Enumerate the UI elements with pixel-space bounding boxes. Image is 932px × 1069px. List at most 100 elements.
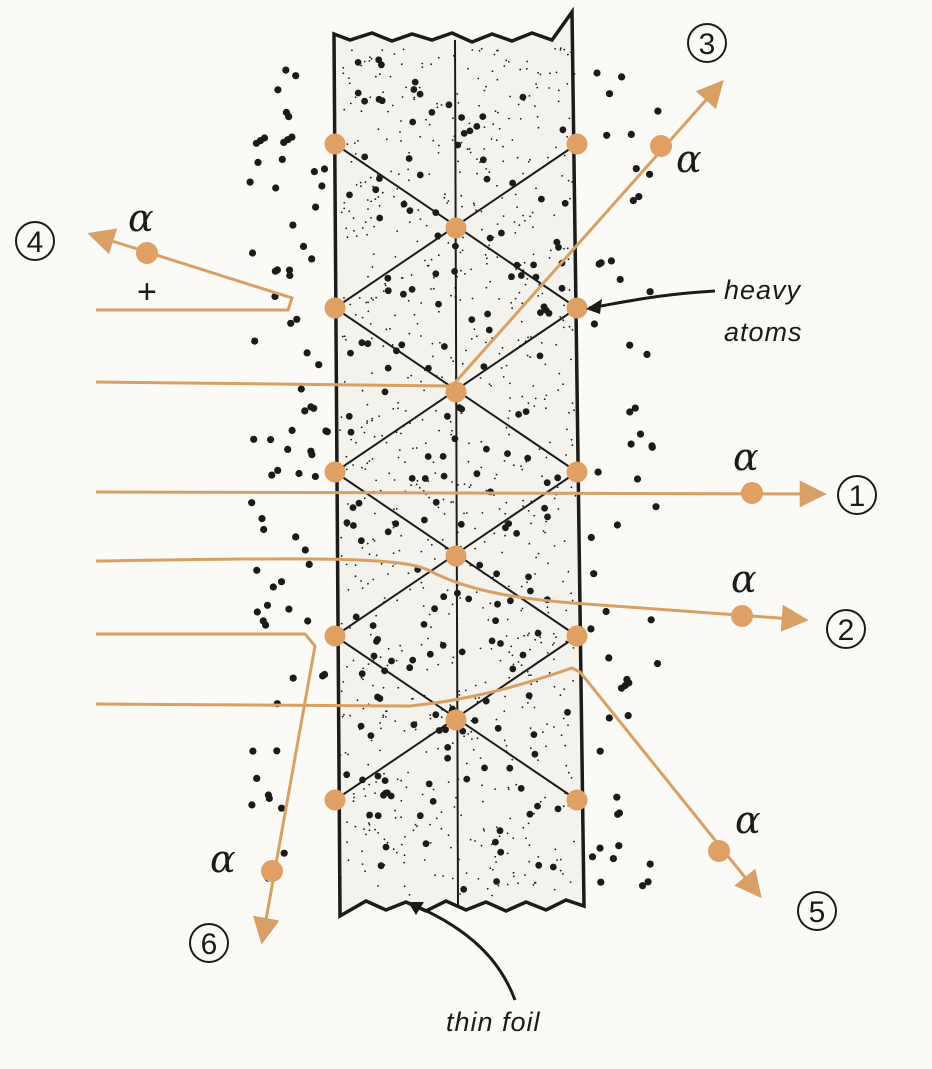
electron-dot [465,595,473,603]
foil-stipple [342,681,345,683]
electron-dot [421,516,428,524]
foil-stipple [375,554,378,557]
thin-foil-label: thin foil [446,1007,541,1037]
foil-stipple [373,225,375,228]
electron-dot [432,270,440,278]
foil-stipple [563,540,566,542]
electron-dot [262,621,270,629]
foil-stipple [360,426,363,429]
electron-dot [278,804,286,812]
electron-dot [432,498,440,506]
electron-dot [648,443,656,451]
heavy-atoms-pointer-arrowhead [586,299,602,314]
foil-stipple [372,299,374,301]
electron-dot [498,229,505,237]
foil-stipple [451,429,453,432]
foil-stipple [400,843,403,846]
foil-stipple [468,148,471,150]
foil-stipple [382,91,384,93]
foil-stipple [556,859,558,861]
electron-dot [388,657,395,665]
foil-stipple [407,771,409,774]
alpha-label-6: α [210,837,236,881]
electron-dot [424,453,432,460]
foil-stipple [440,811,443,814]
foil-stipple [425,118,427,121]
foil-stipple [395,508,398,510]
foil-stipple [465,512,468,514]
foil-stipple [340,876,342,879]
foil-stipple [428,496,430,499]
heavy-atom [566,625,588,647]
foil-stipple [340,416,343,418]
foil-stipple [527,402,530,404]
foil-stipple [355,235,358,238]
foil-stipple [433,558,436,560]
electron-dot [481,764,488,772]
electron-dot [605,714,613,722]
foil-stipple [437,152,440,154]
electron-dot [458,114,465,121]
electron-dot [400,290,407,298]
foil-stipple [526,670,529,673]
electron-dot [274,86,282,94]
foil-stipple [377,128,380,131]
foil-stipple [554,848,557,851]
foil-stipple [400,120,402,122]
electron-dot [318,182,326,190]
foil-stipple [340,555,343,557]
electron-dot [343,519,351,527]
foil-stipple [394,809,396,812]
foil-stipple [528,542,531,545]
foil-stipple [437,663,440,666]
foil-stipple [374,198,377,201]
foil-stipple [383,772,385,775]
foil-stipple [430,543,433,546]
foil-stipple [502,160,505,163]
foil-stipple [378,415,381,417]
foil-stipple [422,587,425,589]
heavy-atom [445,709,467,731]
foil-stipple [494,788,497,790]
foil-stipple [361,547,364,549]
alpha-label-3: α [676,137,702,181]
electron-dot [372,186,380,194]
electron-dot [646,170,654,178]
foil-stipple [354,153,357,155]
foil-stipple [437,747,439,750]
foil-stipple [480,47,483,50]
foil-stipple [410,484,412,487]
foil-stipple [486,257,488,260]
electron-dot [278,155,286,163]
foil-stipple [339,429,341,431]
electron-dot [440,472,448,480]
foil-stipple [560,734,563,737]
electron-dot [484,310,491,318]
foil-stipple [477,77,480,80]
foil-stipple [457,160,459,163]
foil-stipple [529,356,531,359]
foil-stipple [365,301,368,304]
foil-stipple [557,100,560,103]
foil-stipple [549,72,551,75]
foil-stipple [446,202,448,204]
foil-stipple [522,499,525,502]
electron-dot [509,179,516,187]
foil-stipple [375,479,377,482]
heavy-atom [445,217,467,239]
foil-stipple [522,505,524,507]
foil-stipple [450,356,452,359]
foil-stipple [486,887,489,890]
foil-stipple [346,665,348,668]
foil-stipple [501,346,504,349]
foil-stipple [366,420,369,423]
foil-stipple [562,580,564,583]
electron-dot [376,214,384,222]
electron-dot [422,840,430,848]
foil-stipple [364,468,367,470]
electron-dot [451,268,458,275]
foil-stipple [420,581,423,584]
foil-stipple [539,636,542,639]
foil-stipple [523,261,526,264]
foil-stipple [498,298,500,300]
